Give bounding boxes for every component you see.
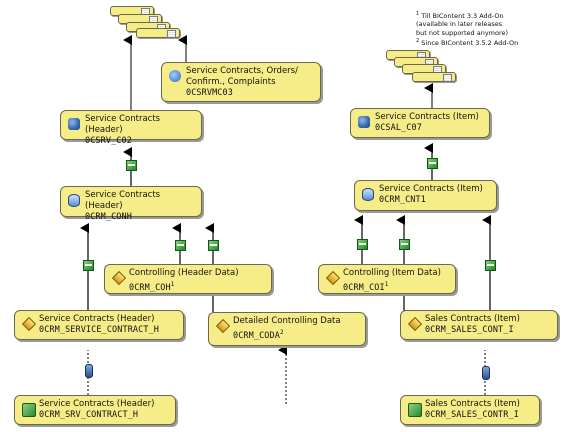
footnote-ref: 1	[384, 281, 389, 288]
transformation-icon[interactable]	[485, 260, 496, 271]
node-title: Controlling (Item Data)	[343, 268, 441, 278]
infocube-icon	[358, 116, 370, 128]
node-code: 0CSAL_C07	[375, 123, 422, 133]
node-title: Service Contracts (Item)	[375, 112, 479, 122]
infocube-icon	[68, 118, 80, 130]
multiprovider-node[interactable]: Service Contracts, Orders/ Confirm., Com…	[161, 62, 321, 102]
transformation-icon[interactable]	[399, 239, 410, 250]
transformation-icon[interactable]	[208, 240, 219, 251]
query-sheet-icon	[412, 72, 456, 82]
datasource-icon	[21, 316, 37, 332]
datasource-icon	[407, 316, 423, 332]
node-title-line1: Service Contracts, Orders/	[186, 66, 298, 76]
transformation-icon[interactable]	[83, 260, 94, 271]
datasource-icon	[325, 270, 341, 286]
datasource-service-contract-header-node[interactable]: Service Contracts (Header) 0CRM_SERVICE_…	[14, 310, 184, 340]
source-service-contract-header-node[interactable]: Service Contracts (Header) 0CRM_SRV_CONT…	[14, 395, 176, 425]
footnote-1-mark: 1	[416, 11, 420, 17]
footnote-1-line3: but not supported anymore)	[416, 28, 509, 37]
node-title: Detailed Controlling Data	[233, 316, 341, 326]
query-stack-header[interactable]	[110, 6, 200, 40]
node-title: Controlling (Header Data)	[129, 268, 239, 278]
node-code: 0CRM_SALES_CONT_I	[425, 325, 514, 335]
transformation-icon[interactable]	[357, 239, 368, 250]
node-code: 0CRM_SERVICE_CONTRACT_H	[39, 325, 160, 335]
footnote-1-text: Till BIContent 3.3 Add-On	[421, 12, 504, 21]
datasource-sales-contract-item-node[interactable]: Sales Contracts (Item) 0CRM_SALES_CONT_I	[400, 310, 558, 340]
source-system-icon	[22, 403, 36, 417]
extraction-link-icon[interactable]	[85, 364, 93, 378]
datasource-controlling-header-node[interactable]: Controlling (Header Data) 0CRM_COH1	[104, 264, 272, 294]
node-title: Sales Contracts (Item)	[425, 399, 521, 409]
node-code: 0CRM_COI	[343, 282, 385, 293]
extraction-link-icon[interactable]	[482, 366, 490, 380]
query-stack-item[interactable]	[386, 50, 476, 86]
transformation-icon[interactable]	[427, 158, 438, 169]
footnote-ref: 1	[170, 281, 175, 288]
footnote-2-mark: 2	[416, 37, 420, 44]
node-title: Service Contracts (Item)	[379, 184, 483, 194]
node-title: Sales Contracts (Item)	[425, 314, 521, 324]
node-title: Service Contracts (Header)	[39, 314, 155, 324]
source-system-icon	[408, 403, 422, 417]
node-code: 0CSRVMC03	[186, 88, 233, 98]
datasource-icon	[111, 270, 127, 286]
node-title: Service Contracts (Header)	[85, 114, 161, 135]
node-title: Service Contracts (Header)	[85, 190, 161, 211]
multiprovider-icon	[169, 70, 181, 82]
node-title-line2: Confirm., Complaints	[186, 77, 276, 87]
transformation-icon[interactable]	[126, 160, 137, 171]
footnote-2-text: Since BIContent 3.5.2 Add-On	[421, 38, 519, 47]
node-code: 0CRM_CONH	[85, 212, 132, 222]
node-code: 0CRM_SRV_CONTRACT_H	[39, 410, 139, 420]
infocube-service-header-node[interactable]: Service Contracts (Header) 0CSRV_C02	[60, 110, 202, 146]
node-code: 0CSRV_C02	[85, 136, 132, 146]
transformation-icon[interactable]	[175, 240, 186, 251]
infocube-service-item-node[interactable]: Service Contracts (Item) 0CSAL_C07	[350, 108, 490, 138]
footnote-ref: 2	[279, 329, 284, 336]
ods-icon	[68, 194, 80, 207]
datasource-controlling-item-node[interactable]: Controlling (Item Data) 0CRM_COI1	[318, 264, 456, 294]
node-code: 0CRM_COH	[129, 282, 171, 293]
node-code: 0CRM_CNT1	[379, 195, 426, 205]
source-sales-contract-item-node[interactable]: Sales Contracts (Item) 0CRM_SALES_CONTR_…	[400, 395, 540, 425]
node-title: Service Contracts (Header)	[39, 399, 155, 409]
node-code: 0CRM_SALES_CONTR_I	[425, 410, 519, 420]
datasource-detailed-controlling-node[interactable]: Detailed Controlling Data 0CRM_CODA2	[208, 312, 366, 346]
query-sheet-icon	[136, 28, 180, 38]
datasource-icon	[215, 318, 231, 334]
ods-icon	[362, 188, 374, 201]
footnote-block: 1 Till BIContent 3.3 Add-On (available i…	[416, 10, 566, 47]
footnote-1-line2: (available in later releases	[416, 20, 503, 29]
ods-service-item-node[interactable]: Service Contracts (Item) 0CRM_CNT1	[354, 180, 497, 211]
node-code: 0CRM_CODA	[233, 330, 280, 341]
ods-service-header-node[interactable]: Service Contracts (Header) 0CRM_CONH	[60, 186, 202, 222]
